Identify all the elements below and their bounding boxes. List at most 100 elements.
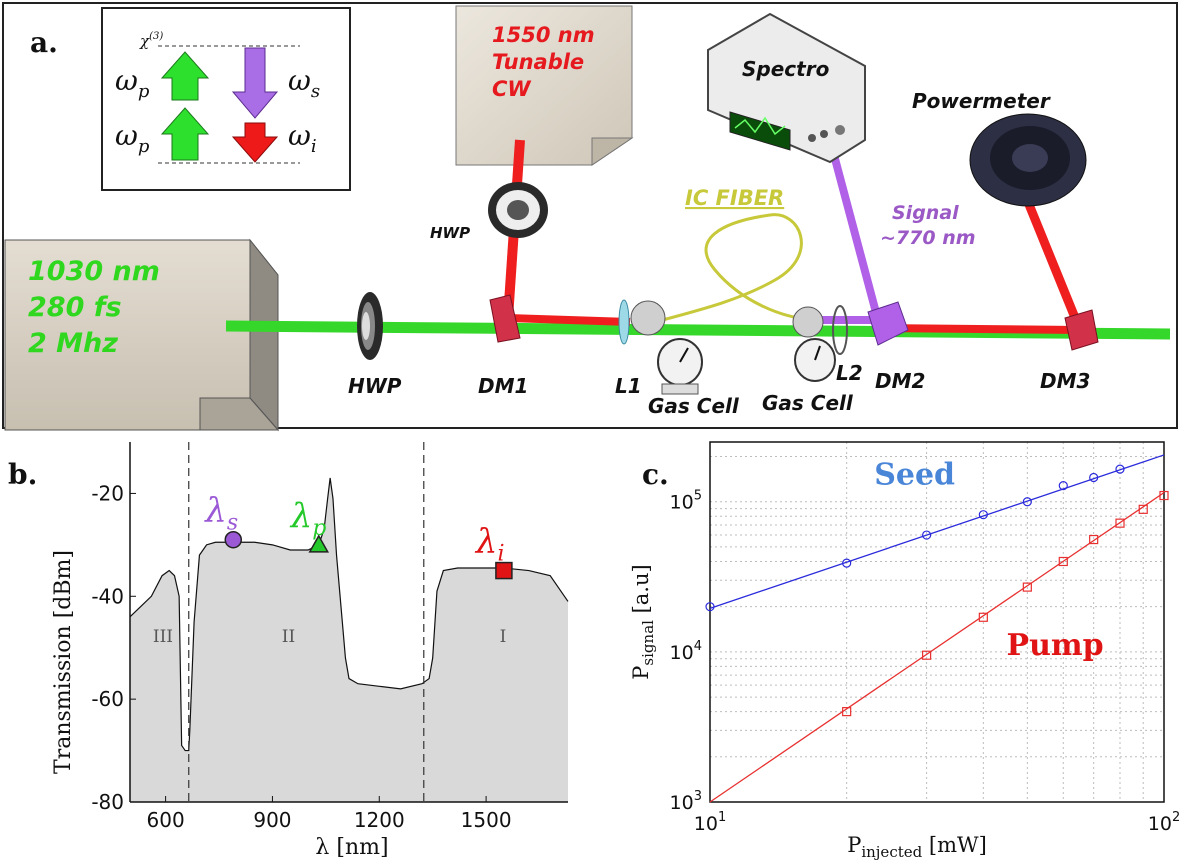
region-label-I: I bbox=[500, 627, 507, 647]
dm2-label: DM2 bbox=[875, 369, 925, 393]
seed-legend-label: Seed bbox=[874, 458, 955, 493]
pump-fit-line bbox=[709, 492, 1165, 803]
seed-point bbox=[1089, 472, 1099, 483]
omega-p-label-1: ωp bbox=[115, 64, 150, 102]
pump-photon-arrow-top bbox=[160, 51, 210, 101]
seed-point bbox=[705, 602, 715, 612]
pump-photon-arrow-bottom bbox=[160, 107, 210, 161]
b-xtick-label: 600 bbox=[147, 808, 185, 832]
panel-a-label: a. bbox=[30, 26, 58, 59]
b-ylabel: Transmission [dBm] bbox=[51, 550, 76, 774]
transmission-curve bbox=[129, 477, 569, 752]
dm2-mirror bbox=[867, 301, 909, 346]
powermeter bbox=[969, 113, 1087, 207]
gas-cell-1-label: Gas Cell bbox=[648, 394, 740, 418]
marker-label-i: λi bbox=[474, 522, 505, 567]
dm1-label: DM1 bbox=[478, 374, 528, 398]
seed-point bbox=[842, 558, 852, 568]
pump-rep-rate-label: 2 Mhz bbox=[28, 328, 118, 359]
chi-label: χ bbox=[139, 32, 150, 50]
marker-label-p: λp bbox=[289, 496, 327, 541]
l2-label: L2 bbox=[836, 361, 863, 385]
c-ylabel: Psignal [a.u] bbox=[629, 564, 657, 679]
cw-beam-horizontal bbox=[507, 314, 631, 326]
hwp-cw bbox=[488, 182, 548, 238]
hwp-pump bbox=[357, 292, 383, 360]
b-ytick-label: -40 bbox=[91, 584, 124, 608]
pump-point bbox=[842, 707, 852, 717]
pump-point bbox=[1058, 556, 1068, 567]
pump-pulse-label: 280 fs bbox=[28, 292, 122, 323]
spectrometer bbox=[707, 12, 866, 164]
cw-tunable-label: Tunable bbox=[492, 50, 584, 74]
region-label-III: III bbox=[153, 627, 173, 647]
powermeter-label: Powermeter bbox=[912, 89, 1051, 113]
region-label-II: II bbox=[282, 627, 295, 647]
dm3-mirror bbox=[1064, 309, 1099, 351]
pump-point bbox=[1159, 490, 1169, 501]
dm3-label: DM3 bbox=[1040, 369, 1090, 393]
signal-beam-spectro bbox=[826, 138, 882, 322]
energy-level-diagram: χ(3) ωp ωp ωs ωi bbox=[101, 7, 351, 191]
b-xtick-label: 1500 bbox=[461, 808, 512, 832]
hwp-pump-label: HWP bbox=[348, 374, 402, 398]
lens-l2 bbox=[832, 305, 848, 355]
dm1-mirror bbox=[489, 294, 521, 343]
c-ytick-label: 103 bbox=[670, 789, 702, 814]
panel-c-label: c. bbox=[642, 458, 669, 491]
cw-wavelength-label: 1550 nm bbox=[492, 23, 595, 47]
seed-point bbox=[922, 530, 932, 540]
transmission-area bbox=[130, 478, 568, 802]
seed-point bbox=[1115, 464, 1125, 474]
c-ytick-label: 105 bbox=[670, 489, 702, 514]
b-ytick-label: -80 bbox=[91, 790, 124, 814]
signal-label: Signal bbox=[892, 202, 959, 224]
cw-mode-label: CW bbox=[492, 77, 531, 101]
marker-i bbox=[495, 561, 513, 580]
pump-wavelength-label: 1030 nm bbox=[28, 256, 160, 287]
b-ytick-label: -60 bbox=[91, 687, 124, 711]
pump-point bbox=[978, 612, 988, 622]
seed-point bbox=[1022, 497, 1032, 507]
gas-cell-2-label: Gas Cell bbox=[762, 391, 854, 415]
marker-s bbox=[224, 530, 243, 549]
b-xtick-label: 1200 bbox=[354, 808, 405, 832]
output-red-beam bbox=[879, 324, 1081, 334]
seed-point bbox=[1058, 481, 1068, 491]
marker-label-s: λs bbox=[203, 491, 238, 536]
ic-fiber-label: IC FIBER bbox=[685, 186, 784, 210]
gas-cell-2 bbox=[792, 306, 836, 382]
pump-point bbox=[1022, 582, 1032, 592]
spectro-label: Spectro bbox=[742, 57, 830, 81]
c-ytick-label: 104 bbox=[670, 639, 702, 664]
c-axes-box bbox=[709, 441, 1165, 803]
pump-legend-label: Pump bbox=[1007, 628, 1104, 663]
pump-laser-box: 1030 nm 280 fs 2 Mhz bbox=[4, 238, 280, 432]
signal-photon-arrow bbox=[231, 47, 279, 119]
signal-wavelength-label: ~770 nm bbox=[880, 227, 976, 249]
cw-laser-box: 1550 nm Tunable CW bbox=[455, 5, 634, 166]
pump-point bbox=[922, 650, 932, 660]
setup-diagram: a. χ(3) ωp ωp ωs ωi 1030 nm 280 fs 2 Mhz… bbox=[2, 2, 1178, 432]
b-xlabel: λ [nm] bbox=[315, 835, 388, 860]
pump-point bbox=[1089, 534, 1099, 545]
hwp-cw-label: HWP bbox=[430, 224, 470, 242]
seed-point bbox=[978, 510, 988, 520]
svg-text:χ(3): χ(3) bbox=[139, 31, 163, 50]
b-xtick-label: 900 bbox=[253, 808, 291, 832]
ic-fiber bbox=[654, 213, 816, 324]
c-xtick-label: 102 bbox=[1148, 810, 1180, 835]
c-xtick-label: 101 bbox=[694, 810, 726, 835]
pump-point bbox=[1138, 504, 1148, 514]
lens-l1 bbox=[618, 299, 630, 345]
c-xlabel: Pinjected [mW] bbox=[847, 833, 987, 861]
b-ytick-label: -20 bbox=[91, 481, 124, 505]
gas-cell-1 bbox=[630, 300, 703, 395]
panel-b-label: b. bbox=[8, 458, 37, 491]
seed-fit-line bbox=[709, 454, 1165, 609]
l1-label: L1 bbox=[615, 374, 642, 398]
marker-p bbox=[308, 534, 330, 553]
c-plot-area bbox=[710, 442, 1164, 802]
